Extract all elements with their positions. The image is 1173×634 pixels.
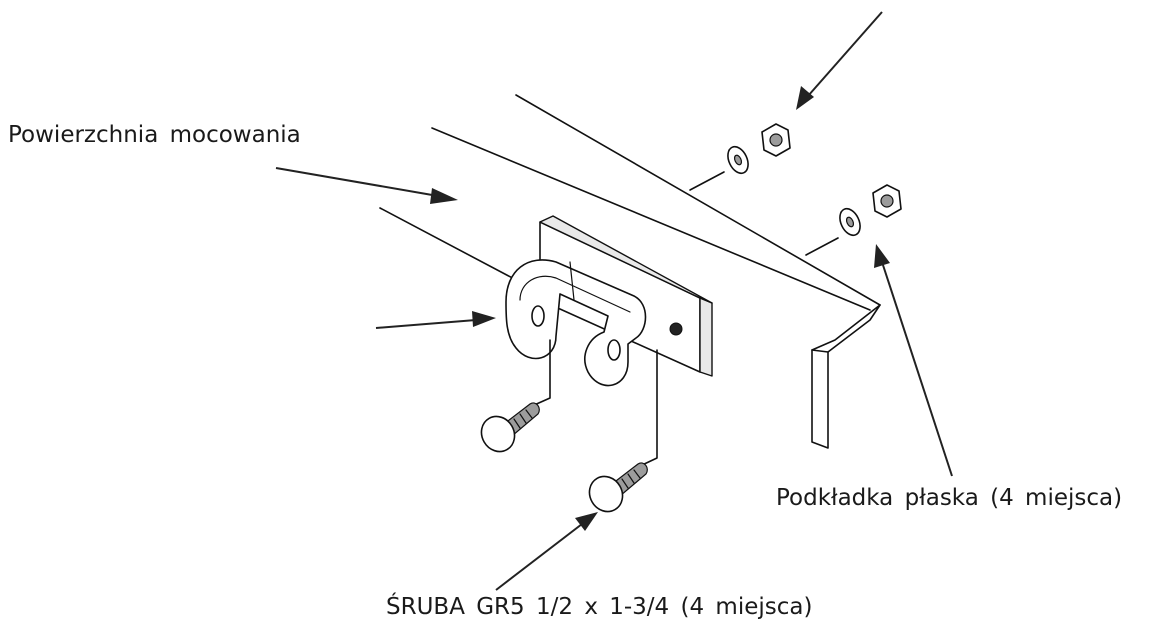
clevis-bracket (505, 259, 647, 387)
guide-line-upper-nut (689, 171, 725, 191)
plate-edge (699, 297, 713, 377)
beam-top-edge (515, 94, 881, 306)
arrow-mounting-surface (275, 167, 439, 197)
clevis-fold-line (569, 261, 575, 301)
label-mounting-surface: Powierzchnia mocowania (8, 122, 301, 148)
arrowhead-bolt (575, 512, 598, 531)
washer-hole-lower (845, 216, 855, 228)
bolt-right (588, 462, 648, 513)
arrowhead-flat-washer (874, 244, 890, 268)
beam-end-face (811, 304, 881, 449)
bolt-left-thread-lines (513, 409, 533, 429)
arrow-clevis (375, 319, 477, 329)
leader-arrows (275, 11, 953, 591)
washer-hole-upper (733, 154, 743, 166)
beam-inner-edge (431, 127, 871, 311)
bolt-left-head (480, 415, 516, 453)
label-bolt: ŚRUBA GR5 1/2 x 1-3/4 (4 miejsca) (386, 594, 813, 620)
clevis-hole-left (531, 305, 545, 327)
bolt-right-thread-lines (621, 469, 641, 489)
arrow-bolt (495, 523, 583, 591)
nut-hole-lower (880, 194, 894, 208)
washer-nut-lower (839, 184, 902, 237)
arrow-nut (807, 11, 883, 97)
guide-line-lower-nut (805, 237, 839, 256)
plate-hole (669, 322, 683, 336)
arrowhead-clevis (472, 311, 496, 327)
bolt-right-head (588, 475, 624, 513)
guide-line-right-bolt (639, 349, 658, 467)
guide-line-left-bolt (531, 339, 551, 407)
mounting-angle-beam (379, 94, 881, 449)
washer-nut-upper (727, 123, 791, 175)
arrow-flat-washer (881, 261, 953, 477)
bolt-left (480, 402, 540, 453)
assembly-guide-lines (531, 171, 839, 467)
arrowhead-mounting-surface (430, 188, 458, 204)
beam-end-corner (811, 349, 829, 353)
label-flat-washer: Podkładka płaska (4 miejsca) (776, 485, 1123, 511)
clevis-inner-curve (519, 275, 631, 313)
nut-hole-upper (769, 133, 783, 147)
arrowhead-nut (796, 86, 814, 110)
clevis-hole-right (607, 339, 621, 361)
beam-lower-edge (379, 207, 521, 283)
plate-top (539, 215, 713, 304)
